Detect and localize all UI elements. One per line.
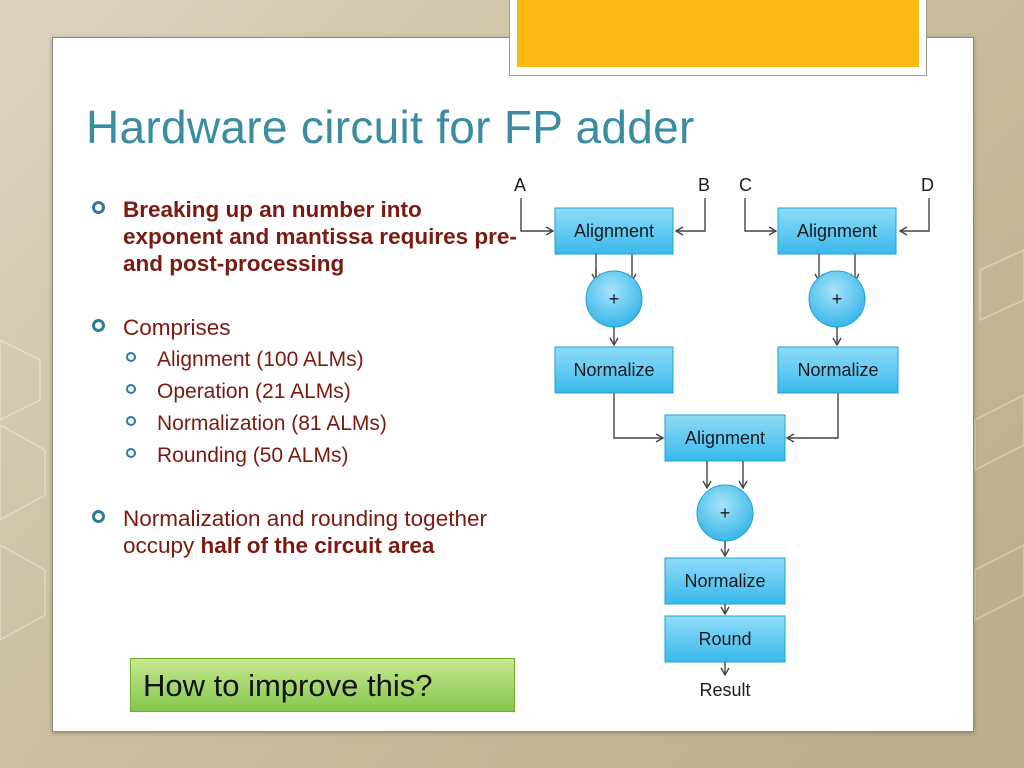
input-d-label: D — [921, 175, 934, 195]
bullet-marker-icon — [90, 196, 123, 219]
alignment-box-right — [777, 207, 897, 255]
wire-d — [898, 198, 930, 236]
sub-bullet-text: Alignment (100 ALMs) — [157, 348, 364, 371]
bullet-text: Comprises — [123, 315, 231, 340]
normalize-label: Normalize — [797, 360, 878, 380]
normalize-box-left — [554, 346, 674, 394]
bullet-text: Breaking up an number into exponent and … — [123, 197, 517, 276]
alignment-box-final — [664, 414, 786, 462]
input-c-label: C — [739, 175, 752, 195]
sub-bullet-marker-icon — [126, 346, 157, 367]
bullet-text-bold: half of the circuit area — [200, 533, 435, 558]
sub-bullet-operation: Operation (21 ALMs) — [126, 378, 520, 405]
bullet-area: Normalization and rounding together occu… — [90, 505, 520, 559]
result-label: Result — [699, 680, 750, 700]
improve-callout: How to improve this? — [130, 658, 515, 712]
alignment-box-left — [554, 207, 674, 255]
bullet-comprises: Comprises — [90, 314, 520, 341]
sub-bullet-text: Rounding (50 ALMs) — [157, 444, 349, 467]
sub-bullet-text: Operation (21 ALMs) — [157, 380, 351, 403]
sub-bullet-text: Normalization (81 ALMs) — [157, 412, 387, 435]
alignment-label: Alignment — [685, 428, 765, 448]
wire-b — [674, 198, 706, 236]
bullet-preprocessing: Breaking up an number into exponent and … — [90, 196, 520, 277]
sub-bullet-alignment: Alignment (100 ALMs) — [126, 346, 520, 373]
wire-c — [744, 198, 778, 236]
round-box — [664, 615, 786, 663]
wire-merge-right — [785, 393, 839, 443]
bullet-marker-icon — [90, 505, 123, 528]
bullet-marker-icon — [90, 314, 123, 337]
bullet-text-plain: Normalization and rounding together occu… — [123, 506, 487, 558]
wire-merge-left — [613, 393, 665, 443]
wire-a — [520, 198, 555, 236]
sub-bullet-marker-icon — [126, 378, 157, 399]
input-a-label: A — [514, 175, 526, 195]
alignment-label: Alignment — [797, 221, 877, 241]
bullet-text: Normalization and rounding together occu… — [123, 505, 520, 559]
adder-label: + — [720, 503, 731, 523]
normalize-label: Normalize — [684, 571, 765, 591]
input-b-label: B — [698, 175, 710, 195]
round-label: Round — [698, 629, 751, 649]
wire-align-final-out — [706, 461, 744, 474]
slide-title: Hardware circuit for FP adder — [86, 101, 695, 153]
sub-bullet-marker-icon — [126, 410, 157, 431]
sub-bullet-normalization: Normalization (81 ALMs) — [126, 410, 520, 437]
alignment-label: Alignment — [574, 221, 654, 241]
normalize-label: Normalize — [573, 360, 654, 380]
adder-label: + — [832, 289, 843, 309]
wire-align-right-out — [818, 254, 856, 268]
accent-bar — [517, 0, 919, 67]
sub-bullet-rounding: Rounding (50 ALMs) — [126, 442, 520, 469]
adder-label: + — [609, 289, 620, 309]
bullet-list: Breaking up an number into exponent and … — [90, 196, 520, 559]
sub-bullet-marker-icon — [126, 442, 157, 463]
